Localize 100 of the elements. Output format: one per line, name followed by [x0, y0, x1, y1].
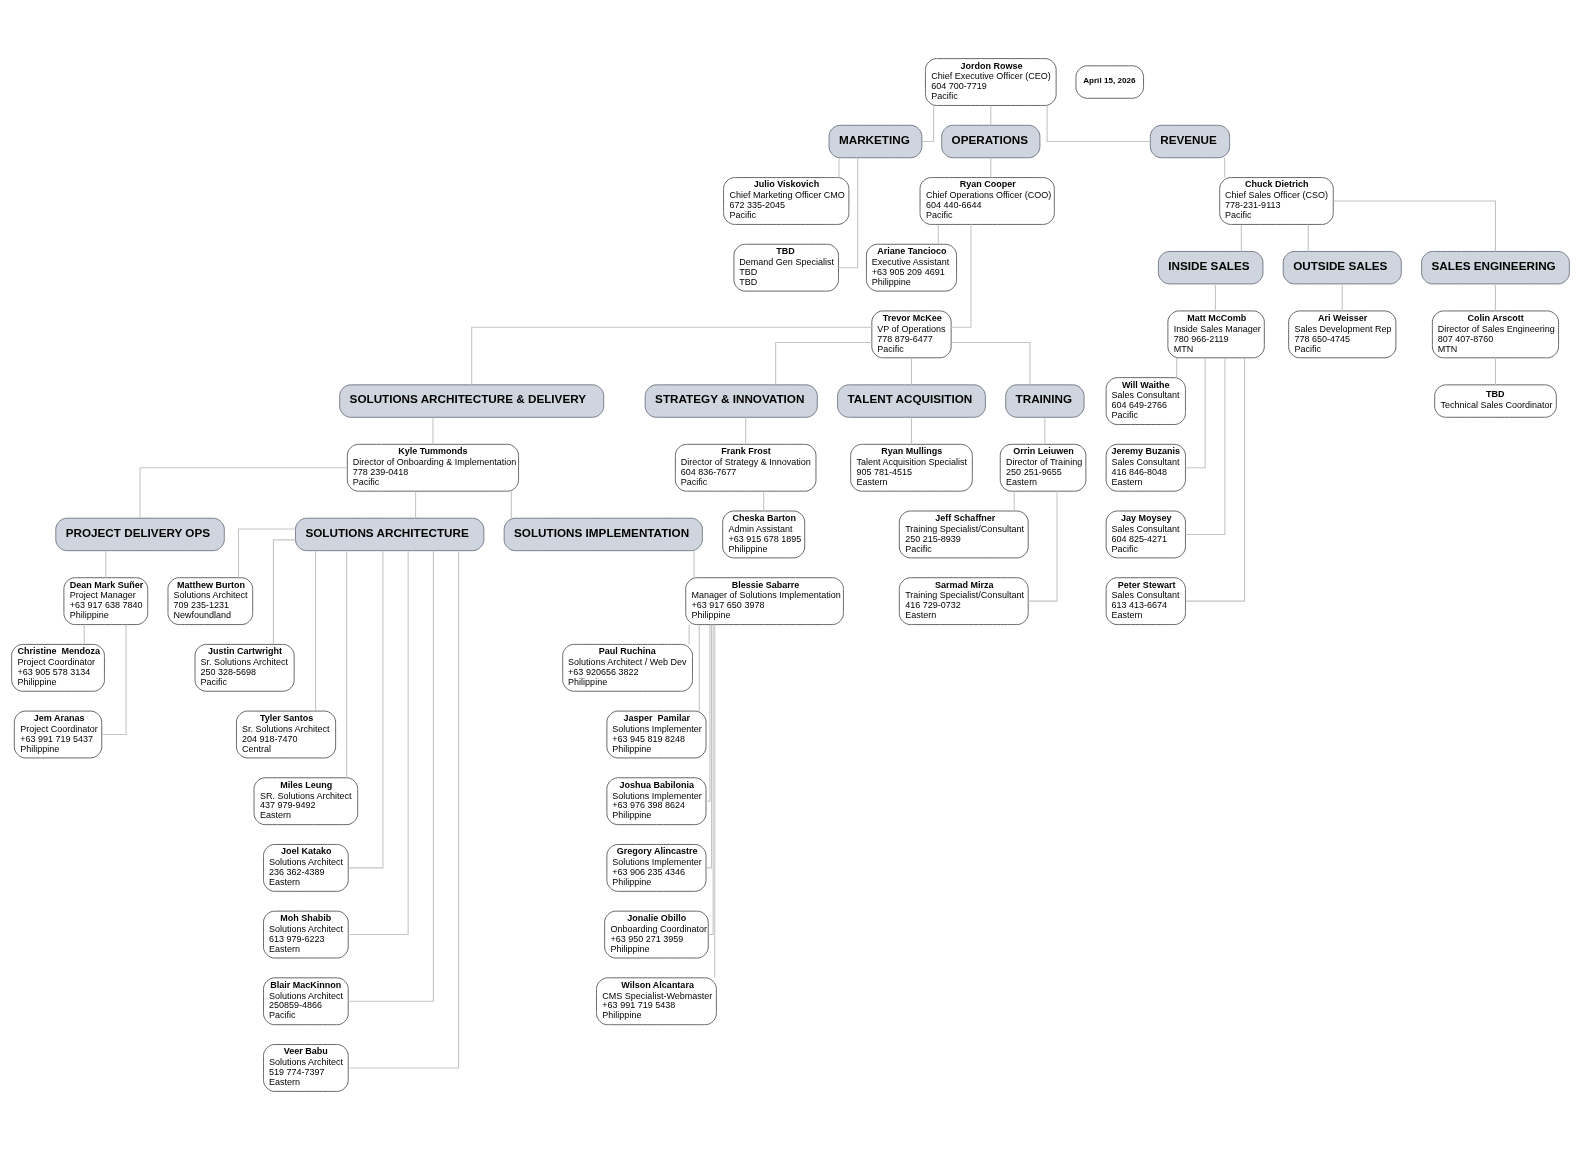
connector	[707, 624, 714, 936]
node-box: Will Waithe Sales Consultant 604 649-2766 Pacific	[1105, 377, 1186, 425]
connector	[139, 467, 348, 519]
connector	[937, 224, 939, 245]
node-box: Ryan Mullings Talent Acquisition Specialist 905 781-4515 Eastern	[850, 443, 973, 492]
node-box: Veer Babu Solutions Architect 519 774-7397 Eastern	[263, 1044, 349, 1092]
connector	[838, 157, 840, 178]
connector	[1214, 283, 1216, 312]
node-box: SALES ENGINEERING	[1421, 251, 1570, 285]
connector	[315, 550, 317, 712]
node-box: Moh Shabib Solutions Architect 613 979-6223 Eastern	[263, 910, 349, 959]
node-box: Colin Arscott Director of Sales Engineering 807 407-8760 MTN	[1431, 310, 1559, 359]
connector	[1046, 105, 1151, 143]
node-box: Justin Cartwright Sr. Solutions Architect 250 328-5698 Pacific	[194, 643, 295, 692]
node-box: Jasper Pamilar Solutions Implementer +63 945 819 8248 Philippine	[606, 710, 707, 759]
connector	[745, 417, 747, 445]
node-box: Trevor McKee VP of Operations 778 879-6477 Pacific	[871, 310, 952, 359]
connector	[1341, 283, 1343, 312]
connector	[415, 490, 417, 519]
connector	[237, 528, 296, 579]
node-box: Paul Ruchina Solutions Architect / Web Dev +63 920656 3822 Philippine	[562, 643, 693, 692]
node-box: Jeremy Buzanis Sales Consultant 416 846-8048 Eastern	[1105, 443, 1186, 492]
connector	[693, 550, 695, 579]
node-box: TBD Technical Sales Coordinator	[1434, 384, 1557, 418]
connector	[1013, 490, 1015, 512]
label: April 15, 2026	[1083, 76, 1136, 86]
connector	[1185, 357, 1206, 469]
connector	[688, 624, 690, 645]
connector	[83, 624, 85, 645]
connector	[1307, 224, 1309, 252]
node-box: Jay Moysey Sales Consultant 604 825-4271 Pacific	[1105, 510, 1186, 559]
node-box: Blessie Sabarre Manager of Solutions Implementation +63 917 650 3978 Philippine	[685, 577, 844, 626]
node-box: SOLUTIONS ARCHITECTURE & DELIVERY	[339, 384, 605, 418]
node-box: OUTSIDE SALES	[1282, 251, 1402, 285]
node-box: Ryan Cooper Chief Operations Officer (COO) 604 440-6644 Pacific	[919, 177, 1055, 225]
node-box: Miles Leung SR. Solutions Architect 437 979-9492 Eastern	[253, 777, 359, 826]
connector	[1224, 157, 1226, 178]
node-box: Peter Stewart Sales Consultant 613 413-6674 Eastern	[1105, 577, 1186, 626]
connector	[705, 624, 713, 869]
connector	[910, 357, 913, 386]
node-box: TALENT ACQUISITION	[837, 384, 986, 418]
connector	[347, 550, 384, 869]
node-box: Julio Viskovich Chief Marketing Officer CMO 672 335-2045 Pacific	[723, 177, 850, 225]
node-box: Tyler Santos Sr. Solutions Architect 204 918-7470 Central	[236, 710, 337, 759]
connector	[510, 490, 512, 519]
connector	[105, 550, 107, 579]
connector	[346, 550, 348, 778]
node-box: Sarmad Mirza Training Specialist/Consultant 416 729-0732 Eastern	[898, 577, 1029, 626]
node-box: Wilson Alcantara CMS Specialist-Webmaster +63 991 719 5438 Philippine	[596, 977, 717, 1026]
connector	[432, 417, 434, 445]
connector	[1185, 357, 1246, 602]
node-box: Kyle Tummonds Director of Onboarding & Implementation 778 239-0418 Pacific	[346, 443, 519, 492]
node-box: Orrin Leiuwen Director of Training 250 251-9655 Eastern	[999, 443, 1087, 492]
connector	[471, 326, 873, 386]
node-box: Cheska Barton Admin Assistant +63 915 678 1895 Philippine	[722, 510, 806, 559]
connector	[990, 157, 992, 178]
connector	[950, 341, 1031, 386]
connector	[1044, 417, 1046, 445]
connector	[1494, 283, 1496, 312]
connector	[1494, 357, 1496, 386]
connector	[1240, 224, 1242, 252]
node-box: Joel Katako Solutions Architect 236 362-4389 Eastern	[263, 844, 349, 892]
connector	[1332, 200, 1496, 252]
connector	[910, 417, 913, 445]
node-box: INSIDE SALES	[1157, 251, 1264, 285]
node-box: Ariane Tancioco Executive Assistant +63 905 209 4691 Philippine	[865, 243, 957, 292]
node-box: SOLUTIONS IMPLEMENTATION	[503, 517, 703, 552]
node-box: MARKETING	[828, 124, 923, 159]
connector	[272, 539, 296, 645]
node-box: PROJECT DELIVERY OPS	[55, 517, 225, 552]
node-box: SOLUTIONS ARCHITECTURE	[295, 517, 485, 552]
node-box: OPERATIONS	[941, 124, 1041, 159]
connector	[763, 490, 765, 512]
node-box: TBD Demand Gen Specialist TBD TBD	[733, 243, 839, 292]
node-box: Christine Mendoza Project Coordinator +63 905 578 3134 Philippine	[11, 643, 105, 692]
node-box: REVENUE	[1149, 124, 1231, 159]
node-box: Chuck Dietrich Chief Sales Officer (CSO) 778-231-9113 Pacific	[1219, 177, 1334, 225]
connector	[775, 341, 873, 386]
node-box: Dean Mark Suñer Project Manager +63 917 638 7840 Philippine	[63, 577, 149, 626]
connector	[921, 105, 935, 143]
node-box: Jordon Rowse Chief Executive Officer (CEO) 604 700-7719 Pacific	[925, 58, 1057, 106]
node-box: STRATEGY & INNOVATION	[644, 384, 818, 418]
node-box: Matt McComb Inside Sales Manager 780 966-2119 MTN	[1167, 310, 1265, 359]
node-box: Jonalie Obillo Onboarding Coordinator +63 950 271 3959 Philippine	[604, 910, 709, 959]
connector	[698, 624, 700, 712]
connector	[347, 550, 409, 936]
connector	[990, 105, 992, 126]
node-box: Frank Frost Director of Strategy & Innovation 604 836-7677 Pacific	[674, 443, 817, 492]
connector	[101, 624, 127, 736]
connector	[1027, 490, 1058, 602]
node-box: Joshua Babilonia Solutions Implementer +63 976 398 8624 Philippine	[606, 777, 707, 826]
connector	[347, 550, 434, 1002]
node-box: TRAINING	[1005, 384, 1085, 418]
connector	[950, 223, 972, 328]
connector	[705, 624, 711, 802]
node-box: Jem Aranas Project Coordinator +63 991 719 5437 Philippine	[13, 710, 103, 759]
connector	[347, 550, 460, 1069]
node-box: Blair MacKinnon Solutions Architect 250859-4866 Pacific	[263, 977, 349, 1026]
connector	[1176, 357, 1178, 378]
node-box: Jeff Schaffner Training Specialist/Consultant 250 215-8939 Pacific	[898, 510, 1029, 559]
